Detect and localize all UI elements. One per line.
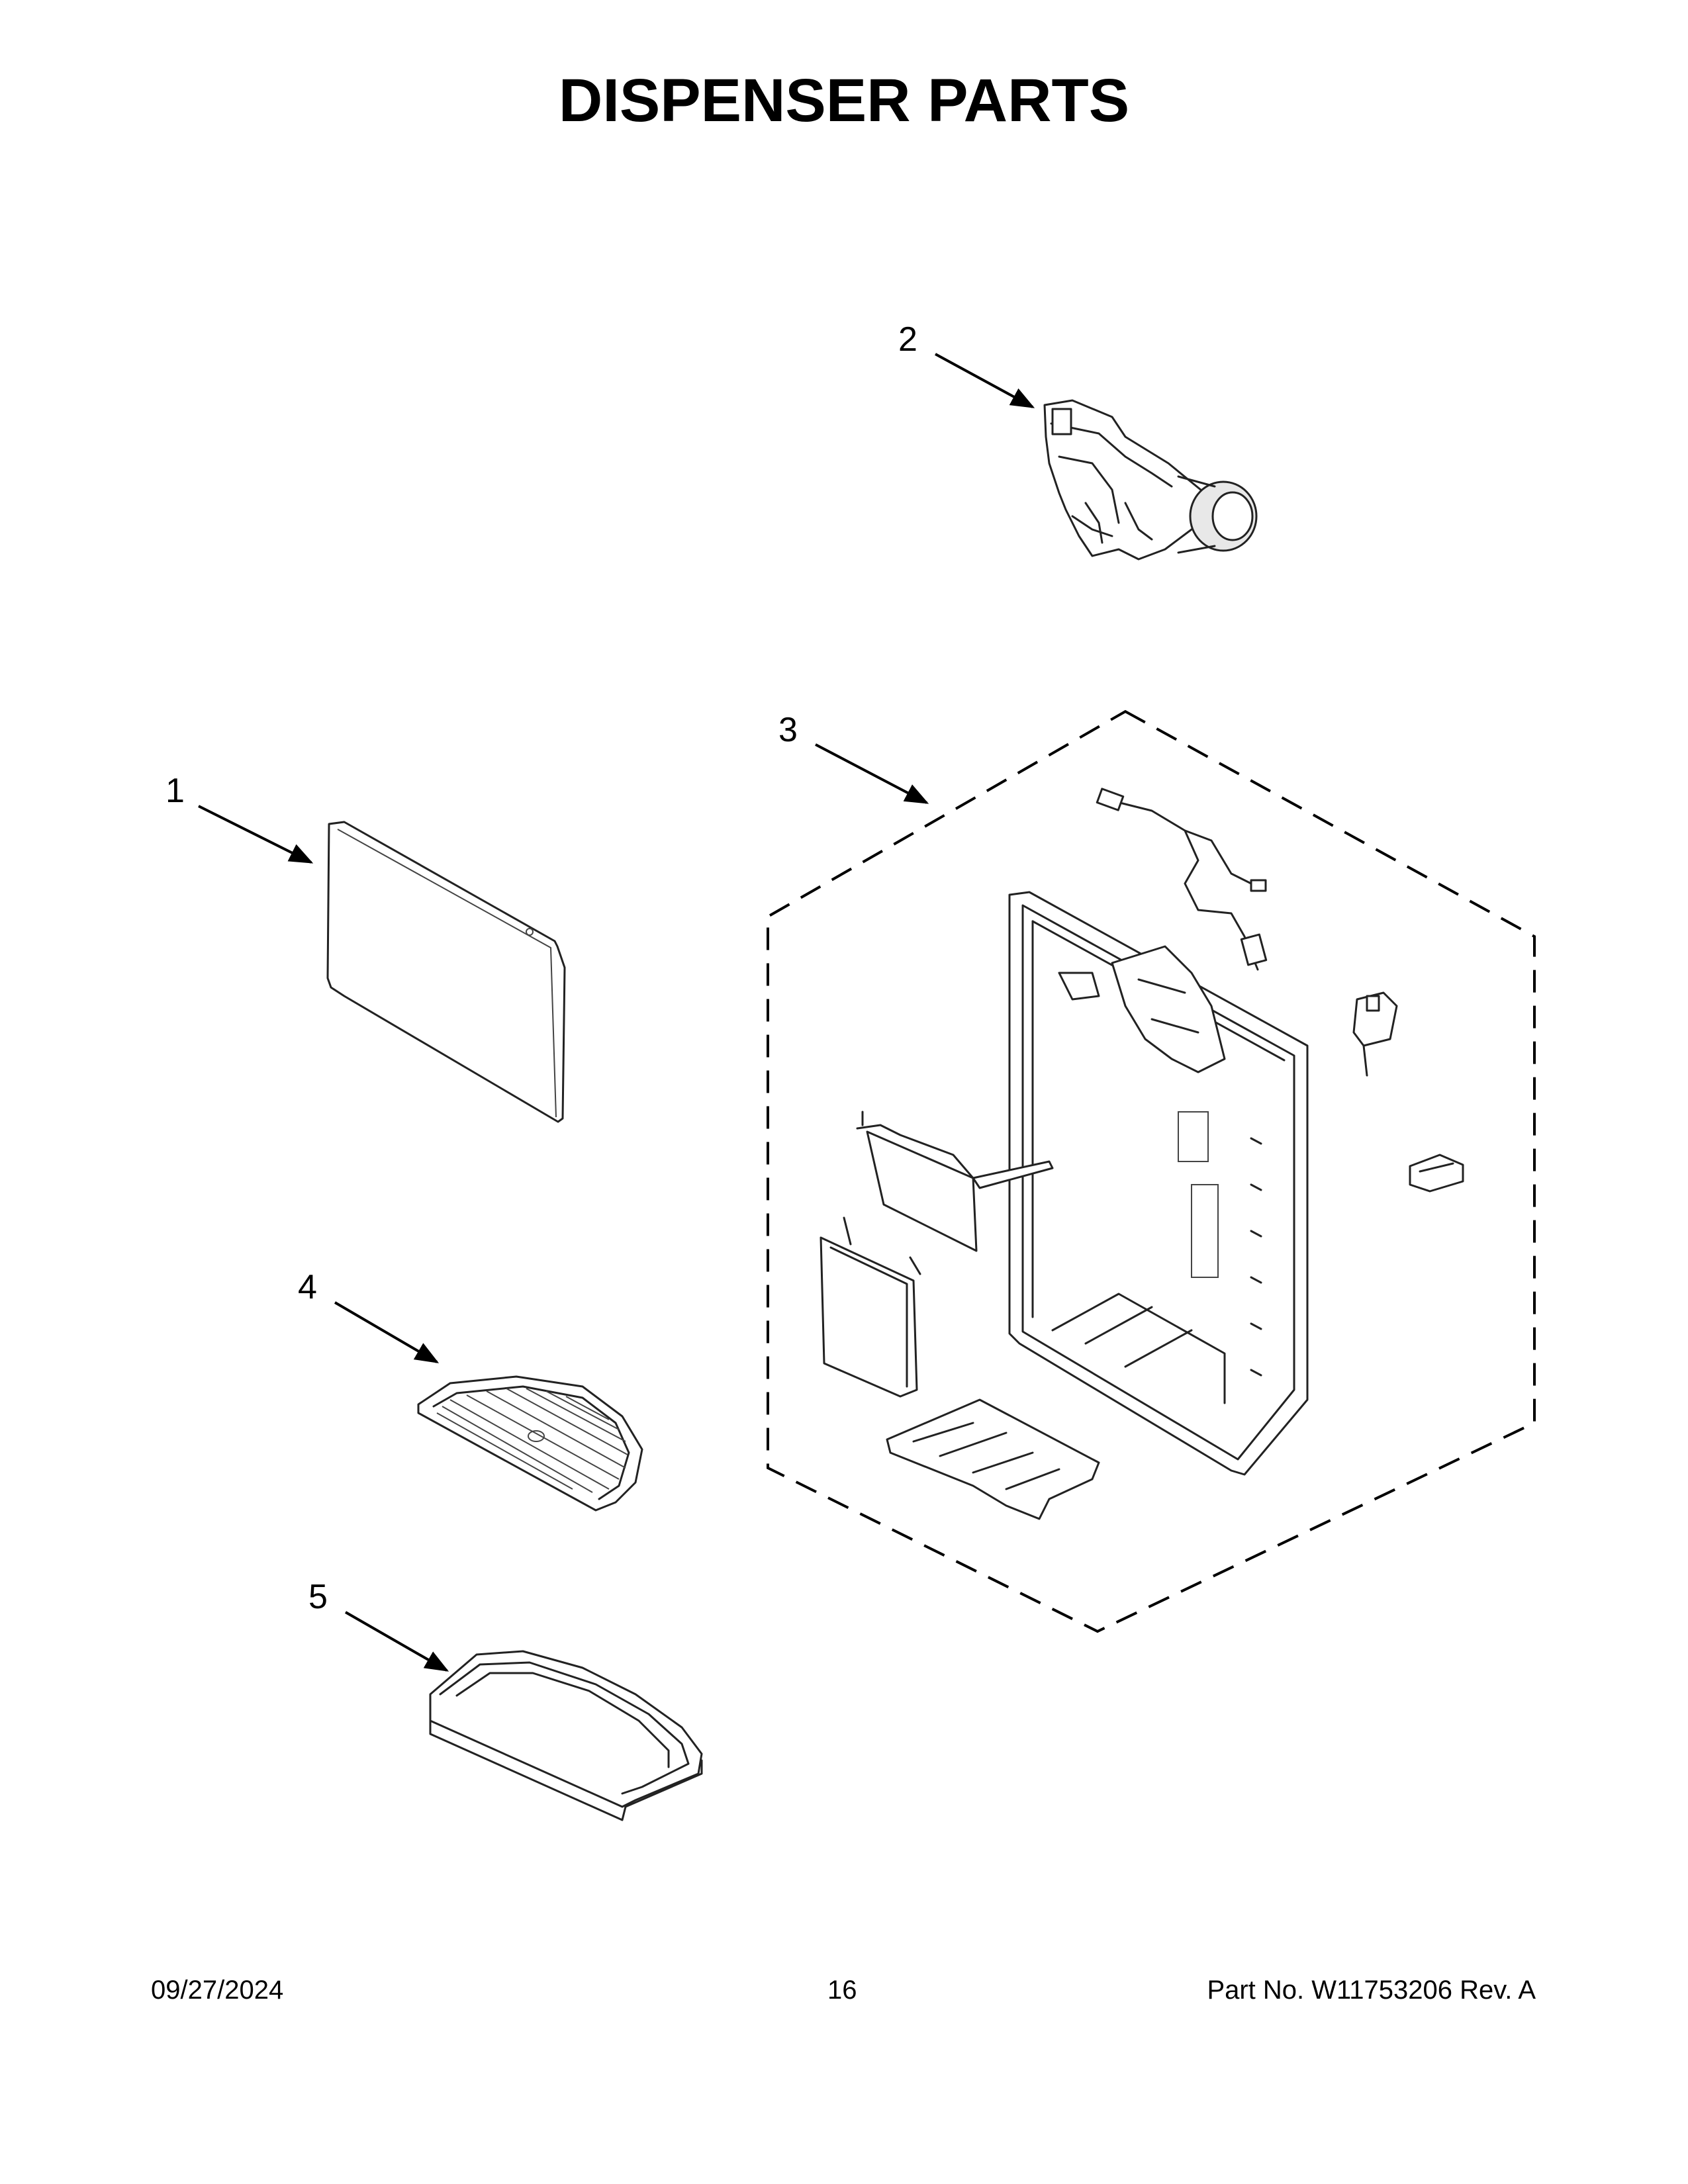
- callout-3: 3: [778, 711, 929, 804]
- callout-1-label: 1: [165, 772, 185, 810]
- callout-3-arrow: [815, 743, 929, 804]
- part-4-drip-grille: [417, 1375, 643, 1512]
- callout-1-arrow: [198, 805, 314, 864]
- part-1-panel: [326, 821, 566, 1123]
- part-3-kit-boundary: [767, 709, 1536, 1633]
- part-3-switch: [1352, 991, 1398, 1077]
- page-title: DISPENSER PARTS: [558, 67, 1130, 134]
- footer-page-number: 16: [827, 1976, 857, 2005]
- callout-4-label: 4: [298, 1268, 317, 1306]
- callout-2-label: 2: [898, 320, 917, 359]
- footer-date: 09/27/2024: [151, 1976, 284, 2005]
- part-3-door-flap-upper: [856, 1111, 1054, 1252]
- part-3-connector: [1409, 1154, 1464, 1193]
- part-3-wire-harness: [1096, 788, 1268, 971]
- callout-2-arrow: [935, 353, 1035, 408]
- callout-4-arrow: [334, 1301, 440, 1363]
- part-3-door-flap-lower: [820, 1216, 921, 1398]
- callout-4: 4: [298, 1268, 440, 1363]
- part-2-actuator-assembly: [1043, 399, 1258, 561]
- callout-5-arrow: [345, 1611, 449, 1672]
- part-5-drip-tray: [429, 1650, 703, 1821]
- callout-2: 2: [898, 320, 1035, 408]
- part-3-dispenser-housing: [1008, 891, 1309, 1476]
- callout-5: 5: [308, 1578, 449, 1672]
- part-3-ice-chute-tray: [886, 1398, 1100, 1520]
- callout-5-label: 5: [308, 1578, 328, 1616]
- footer-part-number: Part No. W11753206 Rev. A: [1207, 1976, 1536, 2005]
- callout-1: 1: [165, 772, 314, 864]
- callout-3-label: 3: [778, 711, 798, 749]
